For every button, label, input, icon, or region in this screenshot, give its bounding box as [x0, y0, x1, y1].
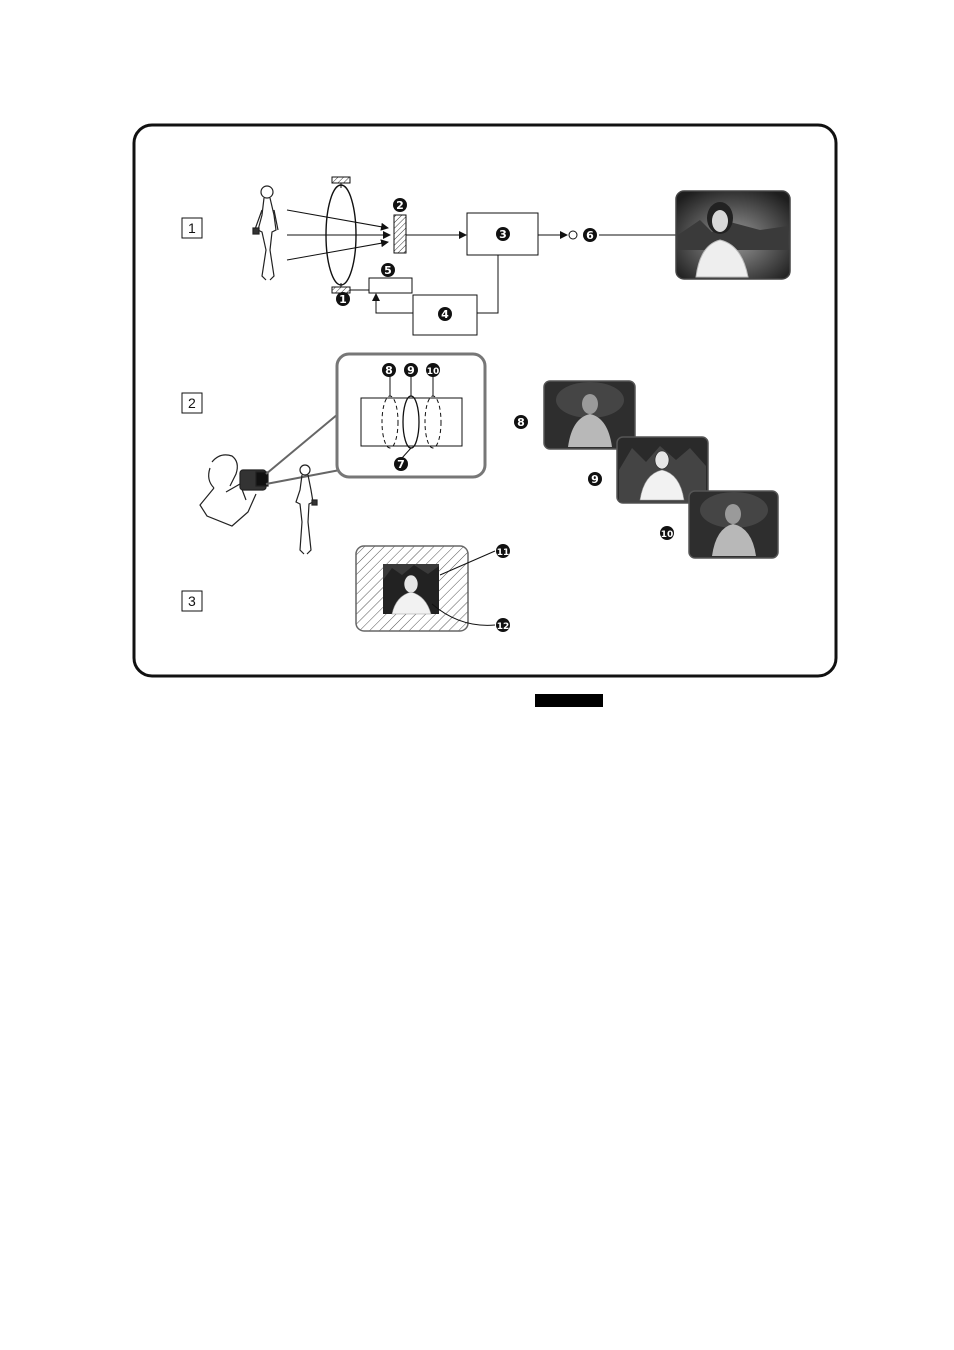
- callout-5: 5: [381, 263, 395, 277]
- subject-woman-figure: [253, 186, 278, 280]
- callout-11: 11: [496, 544, 510, 558]
- svg-text:10: 10: [661, 530, 674, 540]
- callout-4: 4: [438, 307, 452, 321]
- callout-3: 3: [496, 227, 510, 241]
- svg-text:2: 2: [396, 199, 404, 212]
- svg-text:2: 2: [188, 395, 196, 411]
- svg-text:1: 1: [339, 293, 347, 306]
- callout-12: 12: [496, 618, 510, 632]
- photo-far-blur: [689, 491, 778, 558]
- svg-text:9: 9: [591, 473, 599, 486]
- callout-6: 6: [583, 228, 597, 242]
- drive-line: [376, 294, 413, 313]
- callout-7: 7: [394, 457, 408, 471]
- view-cone: [266, 414, 340, 484]
- svg-text:3: 3: [188, 593, 196, 609]
- svg-text:12: 12: [497, 622, 510, 632]
- callout-8: 8: [382, 363, 396, 377]
- callout-10: 10: [426, 363, 440, 377]
- svg-text:10: 10: [427, 367, 440, 377]
- callout-10-photo: 10: [660, 526, 674, 540]
- monitor-photo-woman: [676, 191, 790, 279]
- section-label-2: 2: [182, 393, 202, 413]
- svg-text:1: 1: [188, 220, 196, 236]
- black-label-bar: [535, 694, 603, 707]
- svg-text:8: 8: [385, 364, 393, 377]
- svg-text:5: 5: [384, 264, 392, 277]
- feedback-line: [477, 255, 498, 313]
- callout-9: 9: [404, 363, 418, 377]
- svg-text:6: 6: [586, 229, 594, 242]
- lens-barrel: [361, 398, 462, 446]
- focus-motor-box: [369, 278, 412, 293]
- svg-text:3: 3: [499, 228, 507, 241]
- focus-area-photo: [356, 546, 468, 631]
- svg-text:11: 11: [497, 548, 510, 558]
- section-label-3: 3: [182, 591, 202, 611]
- image-sensor: [394, 215, 406, 253]
- svg-text:9: 9: [407, 364, 415, 377]
- light-rays: [287, 210, 390, 260]
- callout-9-photo: 9: [588, 472, 602, 486]
- cameraman-figure: [200, 455, 268, 526]
- callout-1: 1: [336, 292, 350, 306]
- callout-8-photo: 8: [514, 415, 528, 429]
- svg-text:8: 8: [517, 416, 525, 429]
- output-terminal: [569, 231, 577, 239]
- svg-text:7: 7: [397, 458, 405, 471]
- callout-2: 2: [393, 198, 407, 212]
- section-label-1: 1: [182, 218, 202, 238]
- svg-text:4: 4: [441, 308, 449, 321]
